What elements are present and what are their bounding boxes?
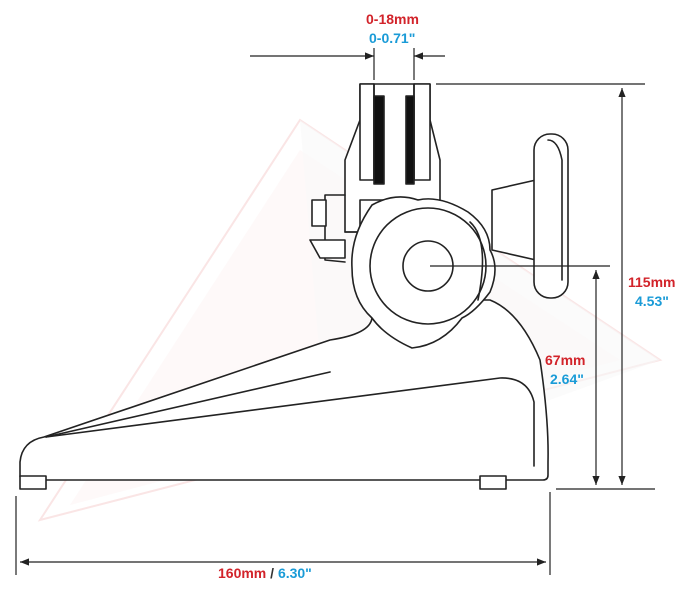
base-length-label: 160mm / 6.30" bbox=[218, 565, 312, 581]
base-length-separator: / bbox=[266, 565, 278, 581]
axis-height-imperial-label: 2.64" bbox=[550, 371, 584, 387]
axis-height-metric-label: 67mm bbox=[545, 352, 586, 368]
length-dimension-line bbox=[15, 492, 551, 575]
jaw-opening-metric-label: 0-18mm bbox=[366, 11, 419, 27]
base-length-metric-label: 160mm bbox=[218, 565, 267, 581]
total-height-metric-label: 115mm bbox=[628, 274, 676, 290]
height-dimension-line bbox=[436, 83, 655, 490]
jaw-opening-imperial-label: 0-0.71" bbox=[369, 30, 416, 46]
jaw-dimension-line bbox=[250, 48, 445, 80]
axis-height-dimension-line bbox=[430, 265, 610, 485]
base-length-imperial-label: 6.30" bbox=[277, 565, 312, 581]
clamp-knob bbox=[351, 196, 496, 349]
total-height-imperial-label: 4.53" bbox=[635, 293, 669, 309]
lock-arm bbox=[491, 133, 569, 299]
jaw-assembly bbox=[309, 83, 441, 263]
